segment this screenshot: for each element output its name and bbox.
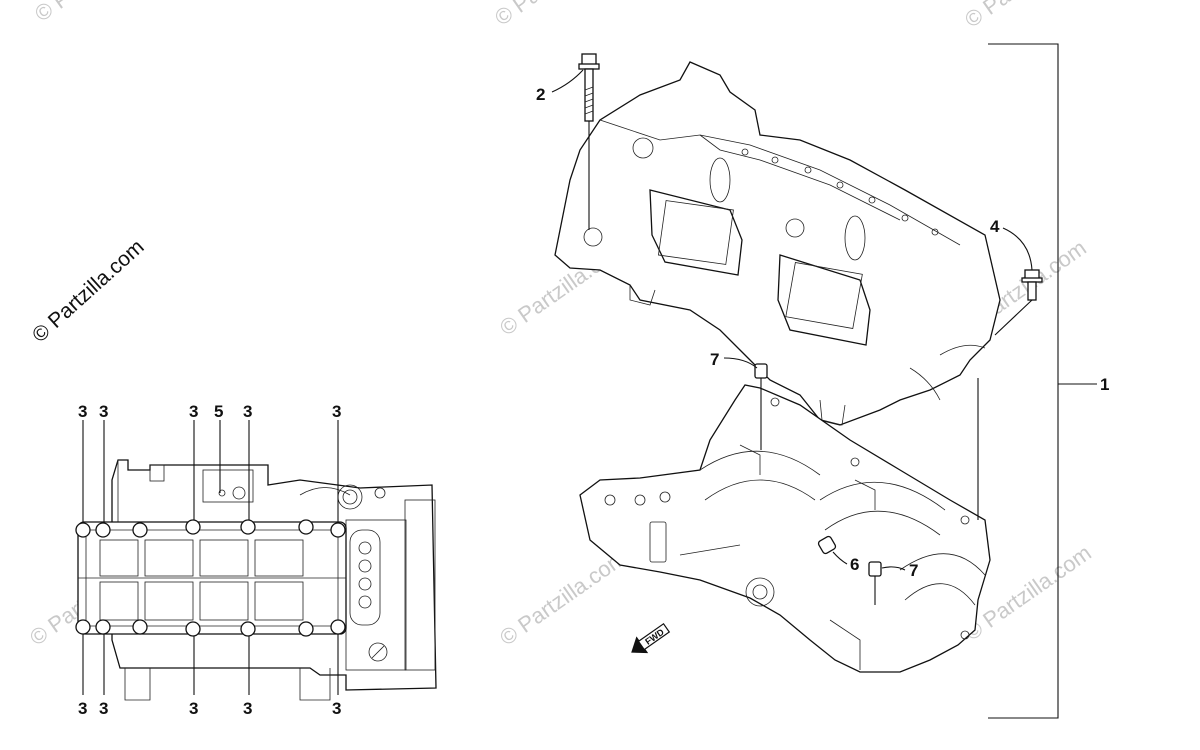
bolt-hole [330,522,346,538]
callout-3-bottom-c: 3 [189,699,198,718]
callout-3-bottom-d: 3 [243,699,252,718]
callout-3-bottom-e: 3 [332,699,341,718]
bolt-holes-upper [75,519,346,538]
bolt-hole [185,519,201,535]
callout-3-top-b: 3 [99,402,108,421]
callout-5: 5 [214,402,223,421]
bolt-hole [75,619,91,635]
bolt-hole [185,621,201,637]
leader-lines-left [82,420,339,695]
callout-2: 2 [536,85,545,104]
bolt-hole [132,522,148,538]
callout-3-top-d: 3 [243,402,252,421]
forward-arrow-icon: FWD [631,622,671,654]
callout-3-top-e: 3 [332,402,341,421]
callout-1: 1 [1100,375,1109,394]
crankcase-bottom-view [77,459,437,701]
bolt-hole [330,619,346,635]
callout-3-top-c: 3 [189,402,198,421]
callout-7-upper: 7 [710,350,719,369]
bolt-hole [75,522,91,538]
bolt-hole [298,519,314,535]
lower-crankcase [579,384,991,673]
callout-4: 4 [990,217,1000,236]
upper-crankcase [554,61,1001,426]
bolt-hole [132,619,148,635]
bolt-hole [95,619,111,635]
leader-lines-right [551,43,1097,719]
bolt-part-4 [994,269,1043,336]
bolt-hole [95,522,111,538]
bolt-hole [298,621,314,637]
callout-3-bottom-b: 3 [99,699,108,718]
dowel-pin-lower [868,561,882,605]
bolt-hole [240,621,256,637]
bolt-holes-lower [75,619,346,637]
callout-6: 6 [850,555,859,574]
dowel-pin-upper [754,363,768,450]
plug-part-6 [817,535,837,555]
callout-7-lower: 7 [909,561,918,580]
callout-3-bottom-a: 3 [78,699,87,718]
callout-3-top-a: 3 [78,402,87,421]
bolt-part-2 [578,53,600,230]
bolt-hole [240,519,256,535]
